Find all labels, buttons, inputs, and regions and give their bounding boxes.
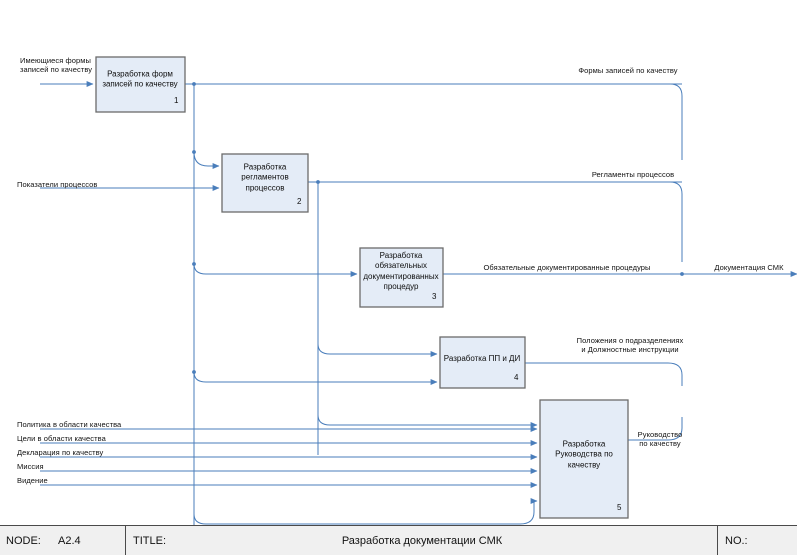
activity-box-1-label: Разработка форм записей по качеству — [102, 69, 178, 89]
activity-box-4-number: 4 — [514, 373, 519, 382]
input-label-5: Декларация по качеству — [17, 448, 104, 457]
activity-box-1[interactable] — [95, 56, 186, 113]
activity-box-5-number: 5 — [617, 503, 622, 512]
box-layer — [95, 56, 629, 519]
activity-box-3[interactable] — [359, 247, 444, 308]
output-label-5: Руководство по качеству — [637, 430, 683, 449]
arrow-box1-to-box5 — [193, 498, 538, 525]
input-label-2: Показатели процессов — [17, 180, 98, 189]
footer-no-label: NO.: — [725, 534, 748, 547]
arrow-box4-out-right — [525, 362, 683, 386]
input-label-3: Политика в области качества — [17, 420, 122, 429]
arrow-box5-out-right — [628, 417, 683, 441]
arrow-box1-to-box3 — [193, 263, 358, 277]
activity-box-5[interactable] — [539, 399, 629, 519]
arrow-box1-to-box2 — [193, 151, 220, 169]
footer-divider-2 — [717, 526, 719, 555]
activity-box-3-number: 3 — [432, 292, 437, 301]
input-label-7: Видение — [17, 476, 48, 485]
arrow-box2-to-box4 — [317, 343, 438, 357]
output-label-3: Обязательные документированные процедуры — [483, 263, 651, 272]
junction-dot-3 — [192, 262, 196, 266]
arrow-box2-to-box5 — [317, 414, 538, 428]
footer-title-value: Разработка документации СМК — [341, 534, 503, 547]
activity-box-3-label: Разработка обязательных документированны… — [363, 251, 439, 292]
output-label-1: Формы записей по качеству — [578, 66, 678, 75]
activity-box-2-number: 2 — [297, 197, 302, 206]
junction-dot-2 — [192, 150, 196, 154]
output-label-2: Регламенты процессов — [591, 170, 675, 179]
junction-dot-6 — [680, 272, 684, 276]
activity-box-2-label: Разработка регламентов процессов — [241, 162, 289, 193]
trunk-corner-mid — [669, 181, 683, 262]
footer-divider-1 — [125, 526, 127, 555]
arrow-layer — [40, 81, 797, 525]
junction-dot-5 — [316, 180, 320, 184]
footer-title-label: TITLE: — [133, 534, 167, 547]
footer-node-label: NODE: — [6, 534, 41, 547]
activity-box-5-label: Разработка Руководства по качеству — [555, 439, 613, 470]
footer-node-value: A2.4 — [58, 534, 81, 547]
diagram-footer: NODE: A2.4 TITLE: Разработка документаци… — [0, 525, 797, 555]
arrow-box1-to-box4 — [193, 371, 438, 385]
activity-box-4[interactable] — [439, 336, 526, 389]
junction-dot-4 — [192, 370, 196, 374]
input-label-1: Имеющиеся формы записей по качеству — [20, 56, 93, 75]
input-label-4: Цели в области качества — [17, 434, 106, 443]
junction-dot-1 — [192, 82, 196, 86]
activity-box-2[interactable] — [221, 153, 309, 213]
output-label-4: Положения о подразделениях и Должностные… — [576, 336, 684, 355]
output-label-final: Документация СМК — [714, 263, 784, 272]
input-label-6: Миссия — [17, 462, 44, 471]
activity-box-1-number: 1 — [174, 96, 179, 105]
trunk-corner-top — [669, 83, 683, 160]
activity-box-4-label: Разработка ПП и ДИ — [443, 353, 521, 363]
